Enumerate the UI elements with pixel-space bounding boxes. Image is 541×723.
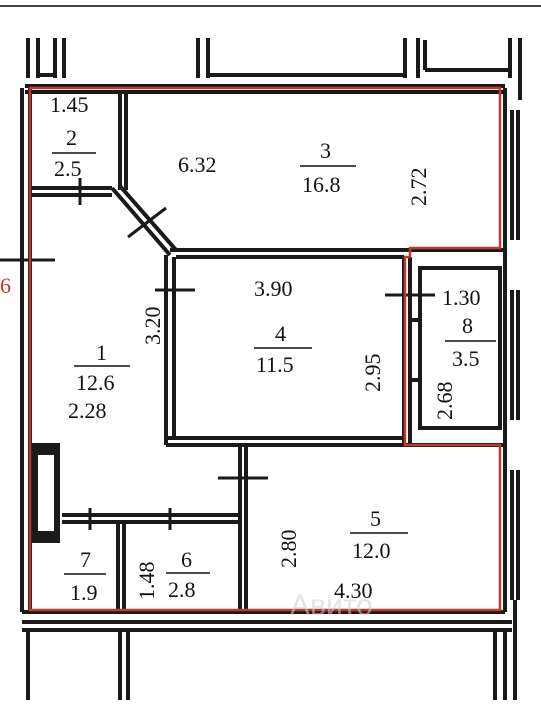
room-6-number: 6 <box>181 547 192 572</box>
room-5-dim-1: 2.80 <box>276 530 301 569</box>
room-8-area: 3.5 <box>452 346 480 371</box>
room-5-area: 12.0 <box>352 538 391 563</box>
room-8-dim-1: 1.30 <box>442 285 481 310</box>
room-4-dim-1: 3.90 <box>254 276 293 301</box>
room-3-number: 3 <box>320 138 331 163</box>
room-4-number: 4 <box>275 321 286 346</box>
room-3-area: 16.8 <box>302 172 341 197</box>
watermark: Авито <box>290 589 373 622</box>
upper-walls <box>26 38 522 100</box>
room-8-number: 8 <box>462 313 473 338</box>
room-4-area: 11.5 <box>256 352 294 377</box>
room-7-area: 1.9 <box>70 580 98 605</box>
room-1-dim-2: 2.28 <box>68 398 107 423</box>
room-8-dim-2: 2.68 <box>432 382 457 421</box>
apartment-outline <box>28 86 502 612</box>
room-6-area: 2.8 <box>168 577 196 602</box>
room-4-label: 3.90 4 11.5 2.95 <box>254 276 385 392</box>
room-6-dim-1: 1.48 <box>134 562 159 601</box>
room-7-number: 7 <box>80 547 91 572</box>
room-5-number: 5 <box>370 506 381 531</box>
door-marks <box>0 178 435 530</box>
room-1-label: 3.20 1 12.6 2.28 <box>68 307 165 424</box>
lower-walls <box>22 600 517 700</box>
room-3-dim-2: 2.72 <box>406 168 431 207</box>
room-3-label: 6.32 3 16.8 2.72 <box>178 138 431 206</box>
room-2-number: 2 <box>66 125 77 150</box>
room-1-area: 12.6 <box>76 370 115 395</box>
room-1-dim-1: 3.20 <box>140 307 165 346</box>
room-2-label: 1.45 2 2.5 <box>50 92 96 181</box>
room-1-number: 1 <box>96 340 107 365</box>
room-2-area: 2.5 <box>54 156 82 181</box>
room-7-label: 7 1.9 <box>64 547 106 605</box>
corner-mark: 6 <box>0 273 11 298</box>
room-2-dim-1: 1.45 <box>50 92 89 117</box>
room-6-label: 1.48 6 2.8 <box>134 547 210 602</box>
room-4-dim-2: 2.95 <box>360 354 385 393</box>
room-5-dim-2: 4.30 <box>334 578 373 603</box>
room-3-dim-1: 6.32 <box>178 152 217 177</box>
room-5-label: 2.80 5 12.0 4.30 <box>276 506 408 603</box>
room-8-label: 1.30 8 3.5 2.68 <box>432 285 496 420</box>
